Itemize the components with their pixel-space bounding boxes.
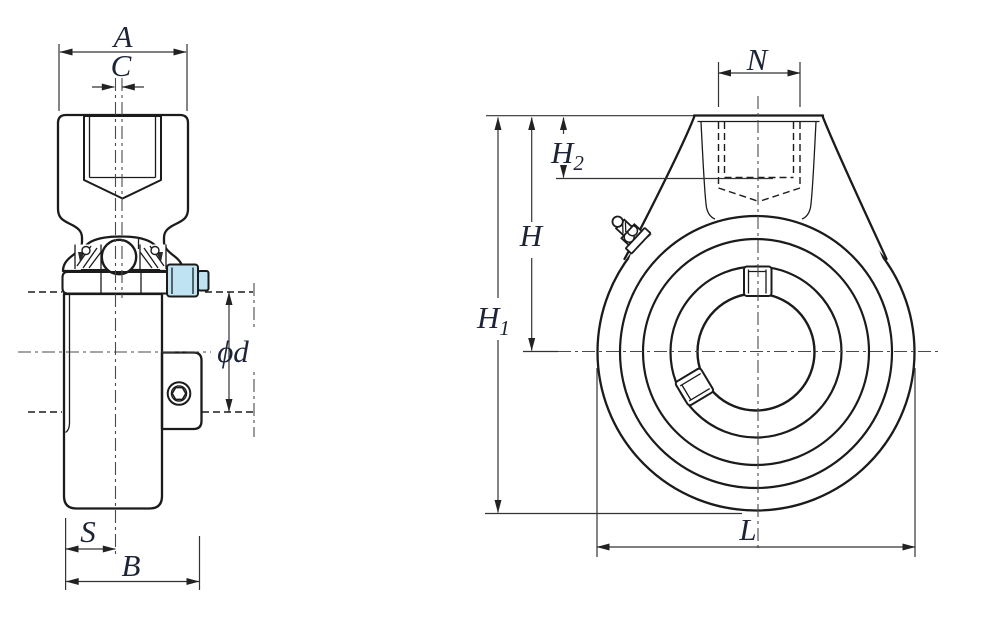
screw-boss: [160, 351, 203, 431]
dim-label-c: C: [111, 48, 132, 83]
hex-socket: [171, 386, 187, 401]
seal-left: [74, 244, 102, 269]
dim-label-s: S: [80, 514, 96, 549]
threaded-hole-section: [83, 115, 162, 200]
threaded-hole-hidden: [717, 122, 801, 203]
dim-label-phi-d: ϕd: [217, 334, 249, 369]
right-view-front: N H2 H H1 L: [476, 42, 942, 557]
housing-inner-circle: [618, 214, 894, 490]
cylinder-step-line: [65, 294, 71, 434]
set-screw-front-lower: [673, 366, 716, 408]
dim-label-h: H: [519, 218, 544, 253]
bearing-ball: [100, 238, 138, 276]
right-view-centerlines: [523, 96, 942, 552]
right-view-dimensions: N H2 H H1 L: [476, 42, 916, 557]
dim-label-b: B: [122, 548, 141, 583]
housing-lower-cylinder: [62, 292, 164, 510]
dim-label-h2: H2: [550, 135, 584, 175]
hanger-bracket-fill: [628, 108, 884, 262]
seal-right: [139, 244, 167, 269]
left-view-section: A C ϕd S B: [18, 19, 257, 590]
set-screw-side: [166, 263, 210, 298]
dim-label-n: N: [746, 42, 770, 77]
dim-label-l: L: [738, 512, 756, 547]
bore-edges: [100, 272, 142, 294]
dim-label-a: A: [112, 19, 134, 54]
grease-fitting: [611, 215, 652, 255]
left-view-centerlines: [18, 78, 256, 556]
hanger-bracket-outline: [623, 114, 888, 261]
left-view-dimensions: A C ϕd S B: [58, 19, 257, 590]
dim-label-h1: H1: [476, 300, 510, 340]
